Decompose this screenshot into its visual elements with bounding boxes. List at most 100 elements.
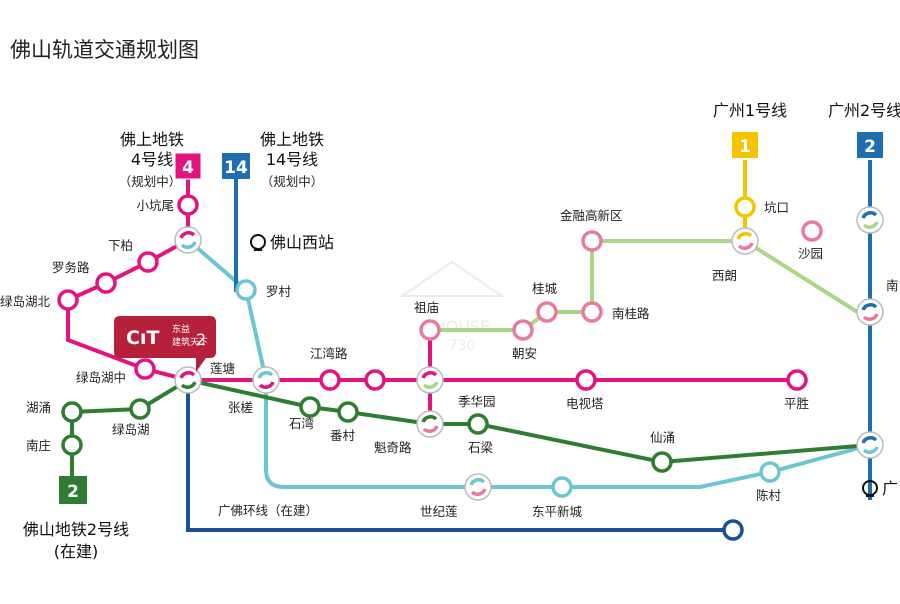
interchange-ring <box>856 206 884 234</box>
interchange-arrow-1 <box>469 478 486 486</box>
label-xilang: 西朗 <box>712 268 737 283</box>
label-lvdaohubei: 绿岛湖北 <box>0 294 51 309</box>
label-fancun: 番村 <box>330 428 356 443</box>
label-nanzhuang: 南庄 <box>26 438 51 453</box>
label-zumiao: 祖庙 <box>414 300 439 315</box>
station-jiangwan-2 <box>364 369 386 391</box>
project-logo: CıT 东益 建筑天下 2 <box>114 316 216 372</box>
interchange-arrow-1 <box>861 303 878 311</box>
interchange-ring <box>464 473 492 501</box>
interchange-zhangcha-junction <box>252 366 280 394</box>
interchange-arrow-1 <box>421 415 438 423</box>
interchange-zumiao-junction <box>416 366 444 394</box>
header-gz2: 广州2号线 2 <box>828 101 900 158</box>
line-guangfo-ring <box>186 380 733 532</box>
station-shiwan <box>299 396 321 418</box>
svg-text:14号线: 14号线 <box>266 150 318 169</box>
label-zhangcha: 张槎 <box>228 400 253 415</box>
header-fs4: 佛上地铁 4号线 （规划中） 4 <box>119 130 202 189</box>
interchange-arrow-1 <box>736 232 753 240</box>
guang-partial: 广 <box>862 479 898 498</box>
station-xiaokengwei <box>177 194 199 216</box>
label-pingsheng: 平胜 <box>784 396 809 411</box>
svg-text:佛山地铁2号线: 佛山地铁2号线 <box>23 520 129 539</box>
interchange-arrow-2 <box>862 446 879 454</box>
logo-line1: 东益 <box>172 323 190 335</box>
interchange-arrow-2 <box>258 381 275 389</box>
interchange-ring <box>856 431 884 459</box>
line-fs4 <box>66 175 797 382</box>
label-nanguilu: 南桂路 <box>612 306 650 321</box>
label-xiaokengwei: 小坑尾 <box>136 198 174 213</box>
svg-text:4号线: 4号线 <box>131 150 173 169</box>
logo-line2: 建筑天下 <box>172 336 208 348</box>
label-shayuan: 沙园 <box>798 246 823 261</box>
interchange-arrow-2 <box>470 488 487 496</box>
svg-text:2: 2 <box>67 482 79 502</box>
label-foshanxizhan: 佛山西站 <box>270 233 334 252</box>
station-chencun <box>759 461 781 483</box>
railway-icon <box>250 234 266 250</box>
logo-mark-ct: CıT <box>126 327 159 349</box>
label-shiliang: 石梁 <box>468 440 494 455</box>
interchange-arrow-2 <box>862 221 879 229</box>
label-jiangwanlu: 江湾路 <box>310 346 348 361</box>
svg-text:（规划中）: （规划中） <box>119 174 182 189</box>
label-dianshita: 电视塔 <box>566 396 604 411</box>
label-guicheng: 桂城 <box>532 281 558 296</box>
station-huyong <box>61 401 83 423</box>
station-jinronggaoxinqu <box>581 230 603 252</box>
label-kengkou: 坑口 <box>764 200 789 215</box>
interchange-arrow-1 <box>861 211 878 219</box>
interchange-arrow-2 <box>862 313 879 321</box>
interchange-ring <box>252 366 280 394</box>
station-dianshita <box>575 369 597 391</box>
label-lvdaohuzhong: 绿岛湖中 <box>76 370 126 385</box>
label-luowulu: 罗务路 <box>52 260 90 275</box>
label-shiwan: 石湾 <box>289 416 314 431</box>
svg-text:1: 1 <box>739 137 751 157</box>
interchange-ring <box>731 227 759 255</box>
label-chencun: 陈村 <box>756 488 782 503</box>
station-fancun <box>337 401 359 423</box>
interchange-arrow-1 <box>257 371 274 379</box>
label-huyong: 湖涌 <box>26 400 51 415</box>
interchange-arrow-1 <box>861 436 878 444</box>
interchange-arrow-2 <box>422 425 439 433</box>
svg-text:广州2号线: 广州2号线 <box>828 101 900 120</box>
station-xianyong <box>651 451 673 473</box>
badge-fs4 <box>174 152 202 180</box>
interchange-arrow-2 <box>180 241 197 249</box>
label-dongpingxincheng: 东平新城 <box>532 504 583 519</box>
interchange-arrow-1 <box>179 371 196 379</box>
svg-text:4: 4 <box>182 158 194 178</box>
station-nanguilu <box>581 301 603 323</box>
label-chaoan: 朝安 <box>512 346 537 361</box>
interchange-ring <box>174 366 202 394</box>
badge-gz2 <box>857 132 883 158</box>
station-jihuayuan <box>467 413 489 435</box>
interchange-arrow-2 <box>737 242 754 250</box>
station-chaoan <box>512 319 534 341</box>
interchange-ring <box>174 226 202 254</box>
svg-text:广州1号线: 广州1号线 <box>713 101 787 120</box>
interchange-arrow-1 <box>179 231 196 239</box>
station-lvdaohuzhong <box>134 358 156 380</box>
interchange-arrow-1 <box>421 371 438 379</box>
svg-text:佛上地铁: 佛上地铁 <box>260 130 324 149</box>
station-kengkou <box>734 196 756 218</box>
station-xiabai <box>137 251 159 273</box>
interchange-gz2-junction-2 <box>856 298 884 326</box>
label-lvdaohu: 绿岛湖 <box>112 422 150 437</box>
logo-mark: 2 <box>196 330 206 349</box>
svg-text:（规划中）: （规划中） <box>261 174 324 189</box>
label-guang-partial: 广 <box>882 479 898 498</box>
station-nanzhuang <box>61 434 83 456</box>
logo-bubble <box>114 316 216 372</box>
station-dongpingxincheng <box>551 476 573 498</box>
label-guangfo-huanxian: 广佛环线（在建） <box>218 503 318 518</box>
interchange-lvdaohu-junction <box>174 226 202 254</box>
label-nan-partial: 南 <box>886 278 899 293</box>
interchange-xilang-junction <box>731 227 759 255</box>
